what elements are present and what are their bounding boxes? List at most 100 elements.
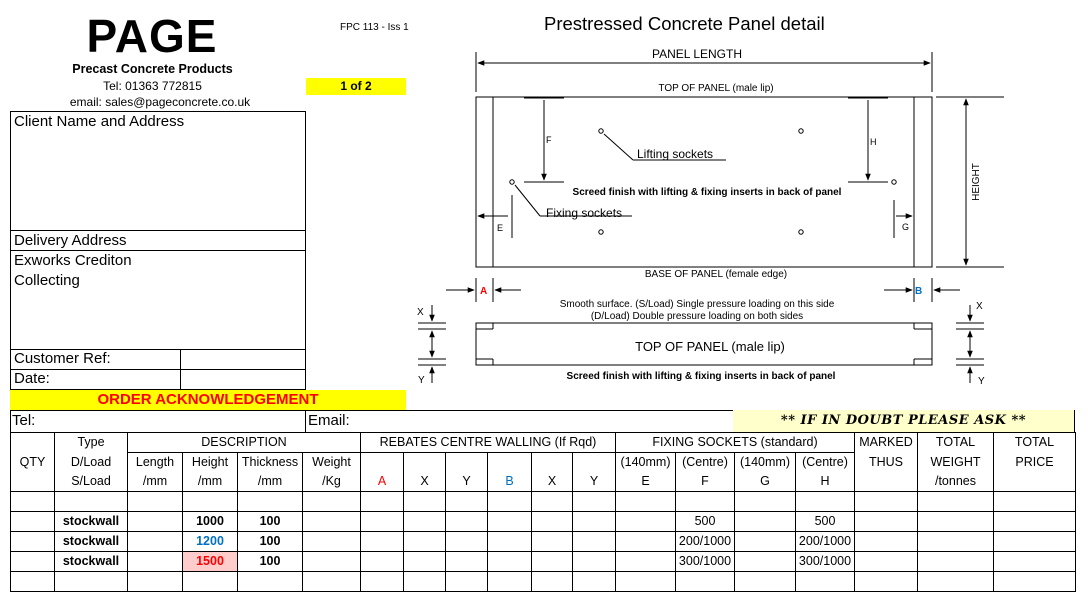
table-row-blank[interactable]	[10, 491, 1076, 512]
qty-header	[10, 432, 55, 453]
tel-email-divider	[305, 410, 306, 433]
height-unit: /mm	[182, 472, 238, 492]
height-label: HEIGHT	[971, 163, 982, 201]
f-label: F	[546, 135, 552, 145]
form-number: FPC 113 - Iss 1	[340, 22, 409, 33]
company-name: Precast Concrete Products	[72, 62, 233, 76]
rebate-y1-header: Y	[445, 472, 488, 492]
row-type[interactable]: stockwall	[54, 511, 128, 532]
total-price-label: PRICE	[993, 452, 1076, 472]
row-h[interactable]: 200/1000	[795, 531, 855, 552]
delivery-label: Delivery Address	[14, 232, 127, 249]
g-header: (140mm)	[734, 452, 796, 472]
company-logo: PAGE	[86, 10, 218, 62]
row-thickness[interactable]: 100	[237, 511, 303, 532]
marked-header: MARKED	[854, 432, 918, 453]
row-f[interactable]: 500	[675, 511, 735, 532]
row-height[interactable]: 1000	[182, 511, 238, 532]
email-label: Email:	[308, 412, 350, 429]
h-label: H	[870, 137, 877, 147]
socket-e-header: E	[615, 472, 676, 492]
rebate-x2-header: X	[531, 472, 573, 492]
order-acknowledgement: ORDER ACKNOWLEDGEMENT	[10, 390, 406, 410]
section-top-label: TOP OF PANEL (male lip)	[635, 339, 785, 354]
total-weight-unit: /tonnes	[917, 472, 994, 492]
thickness-unit: /mm	[237, 472, 303, 492]
height-header: Height	[182, 452, 238, 472]
row-type[interactable]: stockwall	[54, 551, 128, 572]
table-row-blank[interactable]	[10, 571, 1076, 592]
rebate-a-header: A	[360, 472, 404, 492]
delivery-line-1: Exworks Crediton	[14, 252, 132, 269]
socket-g-header: G	[734, 472, 796, 492]
panel-diagram: PANEL LENGTH TOP OF PANEL (male lip) BAS…	[417, 47, 1004, 387]
base-of-panel-label: BASE OF PANEL (female edge)	[645, 269, 787, 280]
company-email: email: sales@pageconcrete.co.uk	[69, 95, 251, 109]
g-label: G	[902, 222, 909, 232]
qty-header-label: QTY	[10, 452, 55, 472]
client-label: Client Name and Address	[14, 113, 185, 130]
tel-label: Tel:	[12, 412, 36, 429]
header-row-3: S/Load /mm /mm /mm /Kg A X Y B X Y E F G…	[10, 472, 1076, 492]
double-pressure-label: (D/Load) Double pressure loading on both…	[591, 311, 803, 322]
customer-ref-value[interactable]	[180, 349, 306, 370]
length-unit: /mm	[127, 472, 183, 492]
customer-ref-label: Customer Ref:	[14, 350, 111, 367]
socket-f-header: F	[675, 472, 735, 492]
header-row-1: Type DESCRIPTION REBATES CENTRE WALLING …	[10, 432, 1076, 453]
date-label: Date:	[14, 370, 50, 387]
x-left-label: X	[417, 307, 424, 318]
fixing-sockets-label: Fixing sockets	[546, 206, 622, 220]
a-label: A	[480, 286, 487, 297]
row-f[interactable]: 200/1000	[675, 531, 735, 552]
if-in-doubt-note: ** IF IN DOUBT PLEASE ASK **	[733, 410, 1074, 432]
x-right-label: X	[976, 301, 983, 312]
row-thickness[interactable]: 100	[237, 531, 303, 552]
type-header: Type	[54, 432, 128, 453]
fixing-sockets-header: FIXING SOCKETS (standard)	[615, 432, 855, 453]
row-height[interactable]: 1500	[182, 551, 238, 572]
table-row[interactable]: stockwall 1500 100 300/1000 300/1000	[10, 551, 1076, 572]
type-sload: S/Load	[54, 472, 128, 492]
h-header: (Centre)	[795, 452, 855, 472]
table-row[interactable]: stockwall 1000 100 500 500	[10, 511, 1076, 532]
row-type[interactable]: stockwall	[54, 531, 128, 552]
rebates-header: REBATES CENTRE WALLING (If Rqd)	[360, 432, 616, 453]
row-h[interactable]: 300/1000	[795, 551, 855, 572]
thickness-header: Thickness	[237, 452, 303, 472]
y-left-label: Y	[418, 375, 425, 386]
row-f[interactable]: 300/1000	[675, 551, 735, 572]
tel-email-row[interactable]	[10, 410, 1075, 433]
company-tel: Tel: 01363 772815	[103, 79, 202, 93]
e-label: E	[497, 223, 503, 233]
f-header: (Centre)	[675, 452, 735, 472]
lifting-sockets-label: Lifting sockets	[637, 147, 713, 161]
total-weight-label: WEIGHT	[917, 452, 994, 472]
description-header: DESCRIPTION	[127, 432, 361, 453]
delivery-line-2: Collecting	[14, 272, 80, 289]
date-value[interactable]	[180, 369, 306, 390]
weight-header: Weight	[302, 452, 361, 472]
total-price-header: TOTAL	[993, 432, 1076, 453]
row-height[interactable]: 1200	[182, 531, 238, 552]
marked-thus: THUS	[854, 452, 918, 472]
row-h[interactable]: 500	[795, 511, 855, 532]
page-indicator: 1 of 2	[306, 78, 406, 95]
e-header: (140mm)	[615, 452, 676, 472]
top-of-panel-label: TOP OF PANEL (male lip)	[658, 83, 773, 94]
order-table: Type DESCRIPTION REBATES CENTRE WALLING …	[10, 432, 1076, 592]
screed-finish-label: Screed finish with lifting & fixing inse…	[573, 187, 842, 198]
smooth-surface-label: Smooth surface. (S/Load) Single pressure…	[560, 299, 835, 310]
total-weight-header: TOTAL	[917, 432, 994, 453]
header-row-2: QTY D/Load Length Height Thickness Weigh…	[10, 452, 1076, 472]
rebate-x1-header: X	[403, 472, 446, 492]
row-thickness[interactable]: 100	[237, 551, 303, 572]
type-dload: D/Load	[54, 452, 128, 472]
section-screed-label: Screed finish with lifting & fixing inse…	[567, 371, 836, 382]
rebate-b-header: B	[487, 472, 532, 492]
length-header: Length	[127, 452, 183, 472]
table-row[interactable]: stockwall 1200 100 200/1000 200/1000	[10, 531, 1076, 552]
document-title: Prestressed Concrete Panel detail	[544, 13, 825, 34]
weight-unit: /Kg	[302, 472, 361, 492]
panel-length-label: PANEL LENGTH	[652, 47, 742, 61]
